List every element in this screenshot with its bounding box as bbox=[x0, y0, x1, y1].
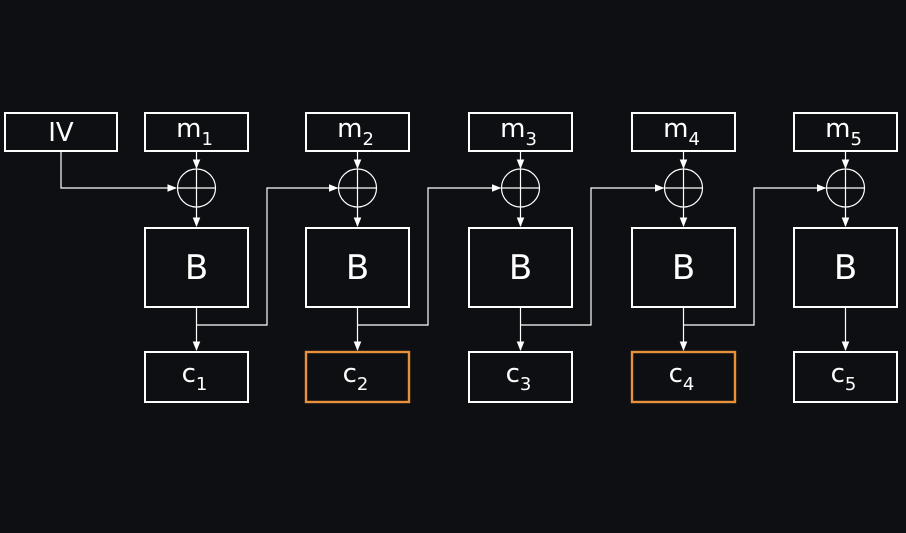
ciphertext-label-5-subscript: 5 bbox=[845, 374, 856, 395]
ciphertext-label-5-letter: c bbox=[831, 359, 845, 389]
message-label-5-letter: m bbox=[825, 114, 850, 144]
message-box-4: m4 bbox=[631, 112, 736, 152]
ciphertext-label-2: c2 bbox=[343, 359, 369, 395]
chain-wire-1 bbox=[196, 184, 339, 326]
cipher-block-label-5: B bbox=[834, 248, 857, 288]
chain-wire-2 bbox=[357, 184, 502, 326]
message-label-1-letter: m bbox=[176, 114, 201, 144]
ciphertext-label-1-subscript: 1 bbox=[196, 374, 207, 395]
message-box-5: m5 bbox=[793, 112, 898, 152]
ciphertext-label-2-letter: c bbox=[343, 359, 357, 389]
cipher-block-2: B bbox=[305, 227, 410, 308]
message-label-4: m4 bbox=[663, 114, 700, 150]
cipher-block-label-1: B bbox=[185, 248, 208, 288]
message-label-2-letter: m bbox=[337, 114, 362, 144]
iv-label: IV bbox=[48, 118, 74, 148]
ciphertext-label-1: c1 bbox=[182, 359, 208, 395]
ciphertext-label-3-letter: c bbox=[506, 359, 520, 389]
message-box-2: m2 bbox=[305, 112, 410, 152]
cipher-block-label-3: B bbox=[509, 248, 532, 288]
xor-icon-3 bbox=[500, 168, 541, 208]
message-label-3-letter: m bbox=[500, 114, 525, 144]
message-label-5-subscript: 5 bbox=[850, 129, 861, 150]
iv-wire bbox=[60, 151, 177, 192]
ciphertext-label-2-subscript: 2 bbox=[357, 374, 368, 395]
xor-icon-1 bbox=[176, 168, 217, 208]
message-label-1: m1 bbox=[176, 114, 213, 150]
message-label-4-letter: m bbox=[663, 114, 688, 144]
ciphertext-label-1-letter: c bbox=[182, 359, 196, 389]
ciphertext-label-3: c3 bbox=[506, 359, 532, 395]
message-label-3: m3 bbox=[500, 114, 537, 150]
cipher-block-1: B bbox=[144, 227, 249, 308]
ciphertext-label-3-subscript: 3 bbox=[520, 374, 531, 395]
xor-icon-4 bbox=[663, 168, 704, 208]
message-label-2: m2 bbox=[337, 114, 374, 150]
message-label-1-subscript: 1 bbox=[201, 129, 212, 150]
xor-icon-2 bbox=[337, 168, 378, 208]
message-box-1: m1 bbox=[144, 112, 249, 152]
cipher-block-label-4: B bbox=[672, 248, 695, 288]
ciphertext-box-2: c2 bbox=[304, 350, 411, 404]
message-box-3: m3 bbox=[468, 112, 573, 152]
xor-icon-5 bbox=[825, 168, 866, 208]
message-label-3-subscript: 3 bbox=[525, 129, 536, 150]
ciphertext-label-5: c5 bbox=[831, 359, 857, 395]
ciphertext-box-4: c4 bbox=[630, 350, 737, 404]
cipher-block-5: B bbox=[793, 227, 898, 308]
ciphertext-label-4-letter: c bbox=[669, 359, 683, 389]
ciphertext-label-4-subscript: 4 bbox=[683, 374, 694, 395]
chain-wire-4 bbox=[683, 184, 827, 326]
message-label-4-subscript: 4 bbox=[688, 129, 699, 150]
cipher-block-3: B bbox=[468, 227, 573, 308]
cipher-block-4: B bbox=[631, 227, 736, 308]
ciphertext-box-3: c3 bbox=[468, 351, 573, 403]
ciphertext-box-1: c1 bbox=[144, 351, 249, 403]
iv-box: IV bbox=[4, 112, 118, 152]
ciphertext-box-5: c5 bbox=[793, 351, 898, 403]
ciphertext-label-4: c4 bbox=[669, 359, 695, 395]
cipher-block-label-2: B bbox=[346, 248, 369, 288]
message-label-5: m5 bbox=[825, 114, 862, 150]
chain-wire-3 bbox=[520, 184, 665, 326]
message-label-2-subscript: 2 bbox=[362, 129, 373, 150]
